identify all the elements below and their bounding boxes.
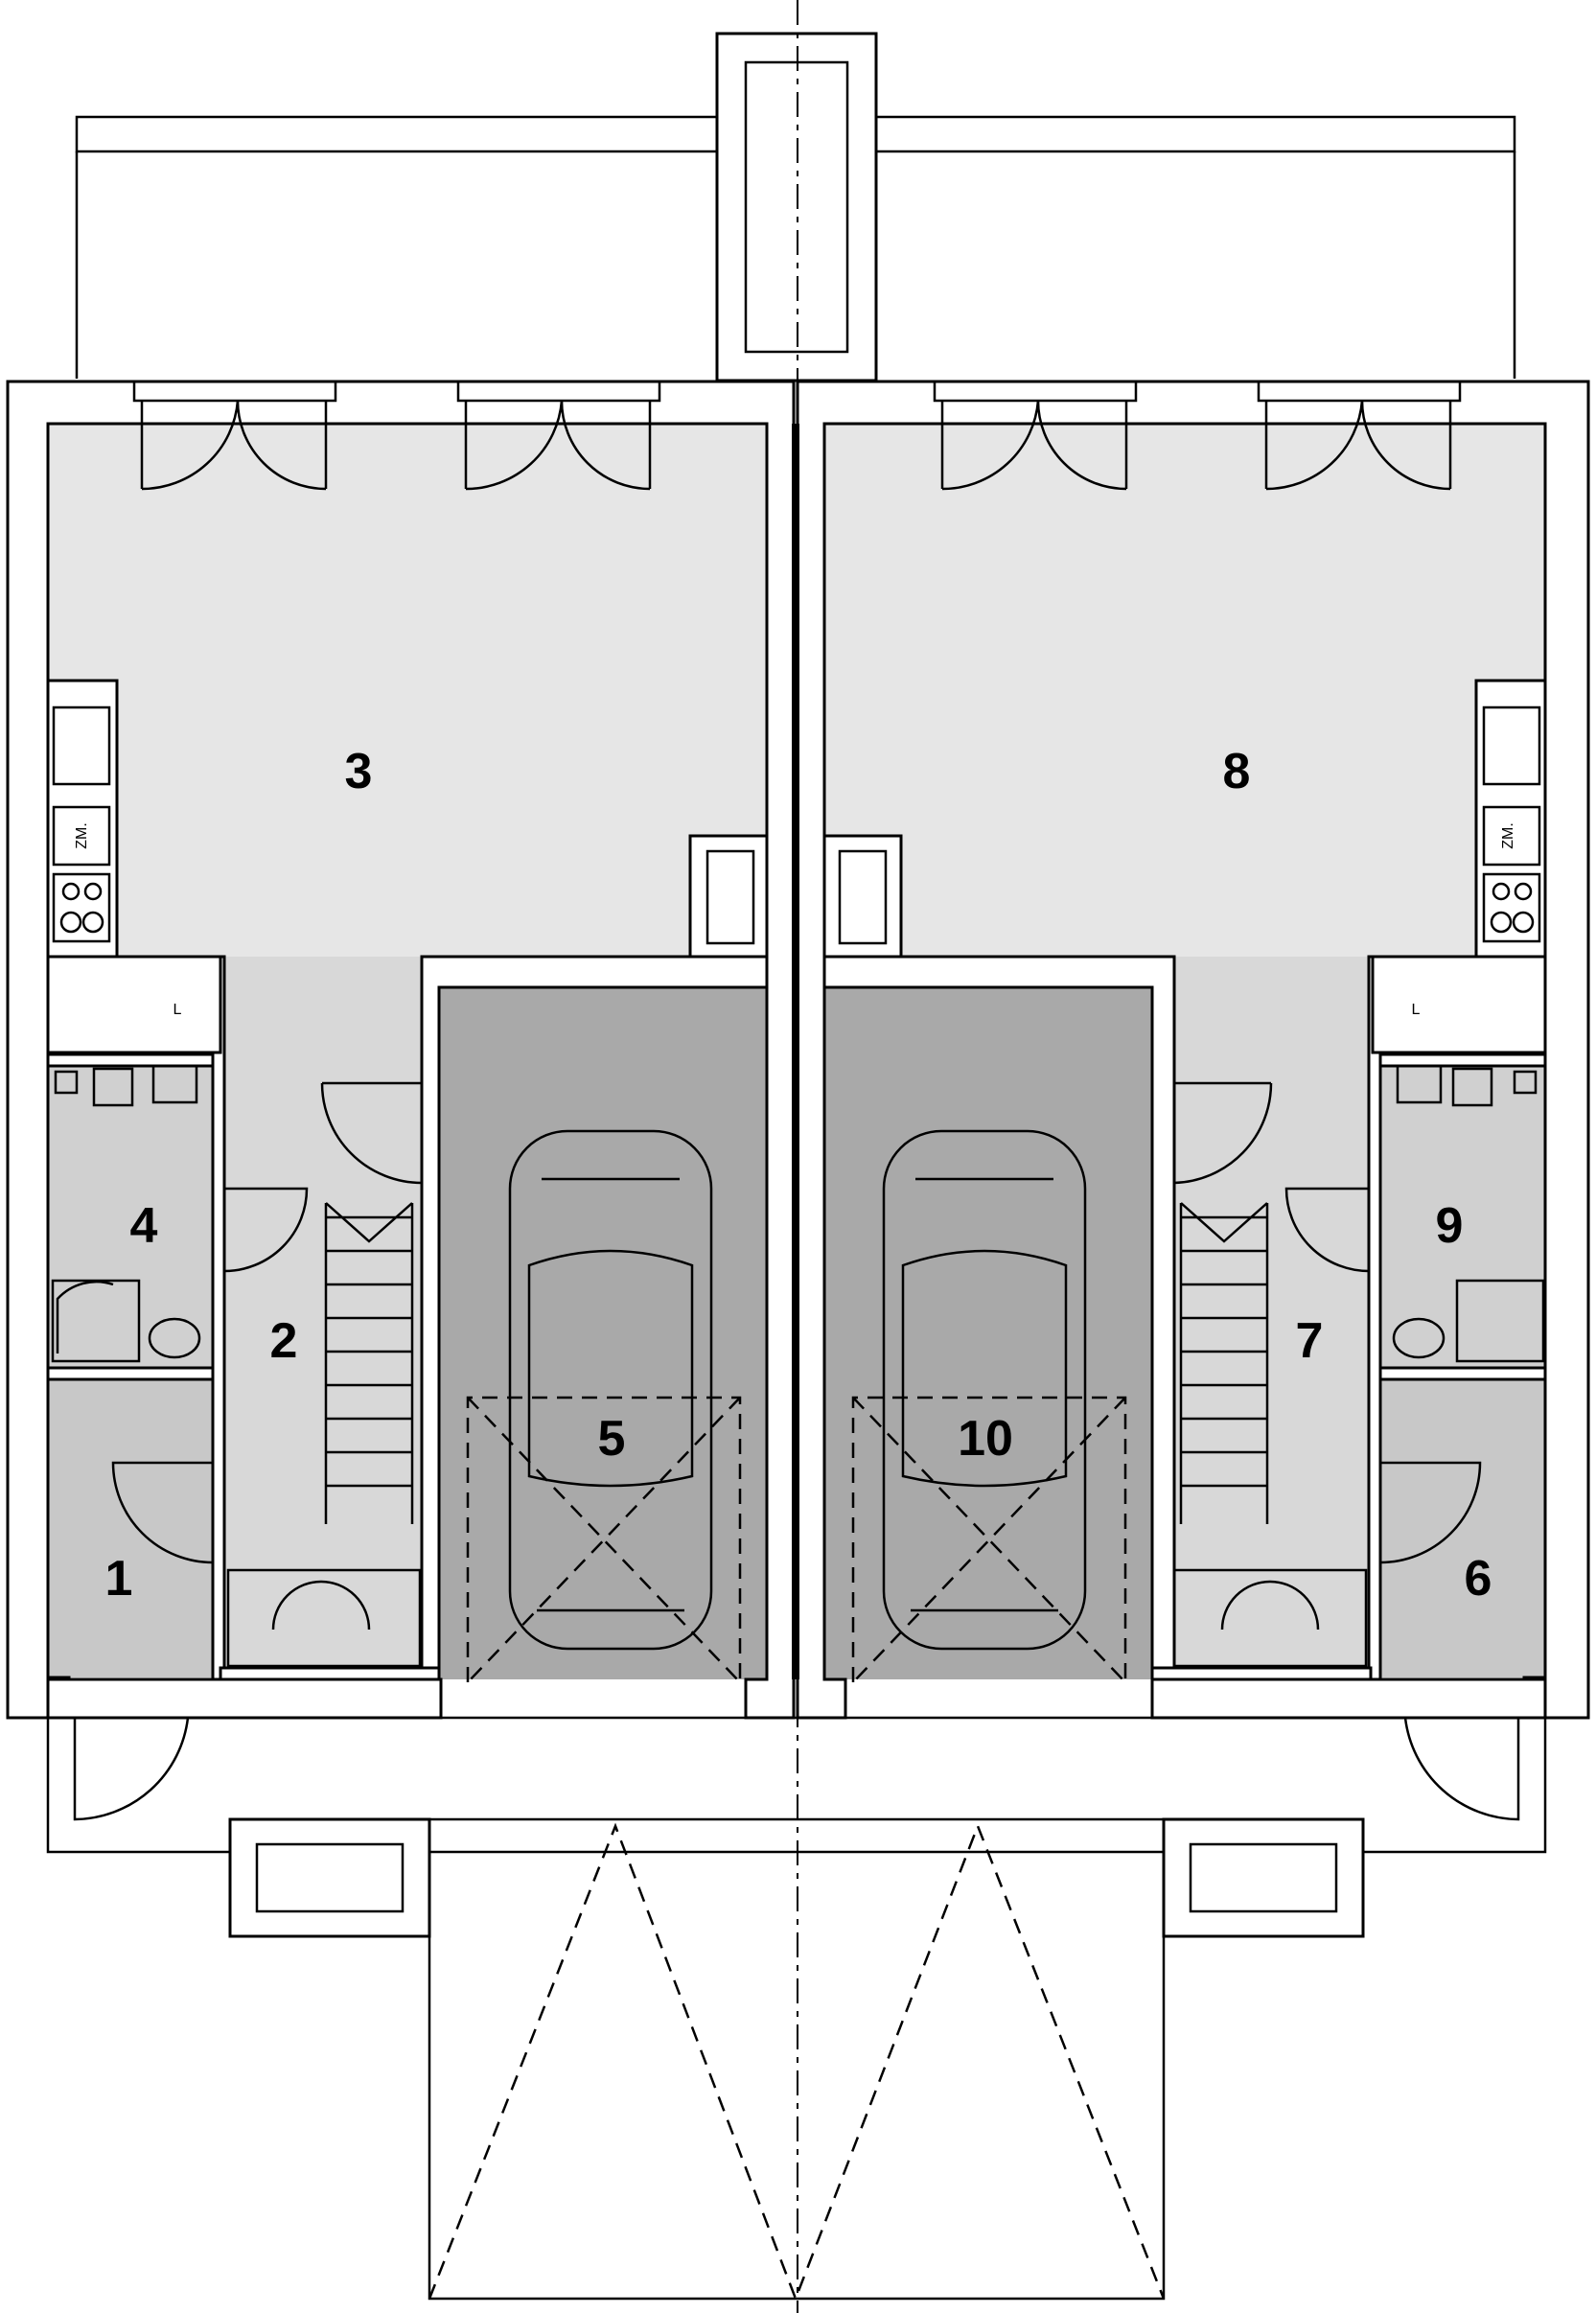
- room-number-2: 2: [270, 1313, 298, 1369]
- hob-left: [52, 872, 111, 943]
- room-number-10: 10: [958, 1411, 1013, 1467]
- room-number-8: 8: [1223, 744, 1251, 799]
- garage-door-swing: [466, 1396, 1127, 1683]
- stairs-left: [226, 1202, 422, 1668]
- room-numbers: 3 8 4 9 2 7 5 10 1 6: [105, 744, 1492, 1607]
- l-label-left: L: [173, 1002, 182, 1018]
- rear-terrace: [75, 32, 1516, 382]
- rear-windows: [132, 380, 1462, 403]
- car-right: [882, 1129, 1087, 1651]
- fridge-left-label: ZM.: [74, 822, 90, 849]
- room-9-floor: [1380, 1066, 1545, 1368]
- room-8-floor: [824, 424, 1545, 968]
- front-approach: [46, 1716, 1547, 2302]
- interior-doors: [111, 1081, 1482, 1564]
- kitchen-right: ZM. L: [1371, 679, 1547, 1054]
- bathroom-right-fixtures: [1392, 1064, 1545, 1363]
- room-7-floor: [1174, 957, 1376, 1671]
- room-6-floor: [1380, 1377, 1545, 1677]
- bathroom-left-fixtures: [51, 1064, 201, 1363]
- fridge-right-label: ZM.: [1500, 822, 1516, 849]
- room-10-floor: [824, 987, 1152, 1679]
- room-3-floor: [48, 424, 767, 968]
- room-number-4: 4: [130, 1198, 158, 1254]
- chimneys: [688, 834, 903, 959]
- fridge-right: [1482, 805, 1541, 867]
- terrace-doors: [140, 400, 1452, 491]
- fridge-left: [52, 805, 111, 867]
- room-floors: [48, 424, 1545, 1679]
- room-4-floor: [48, 1066, 213, 1368]
- room-1-floor: [48, 1377, 213, 1677]
- room-number-9: 9: [1436, 1198, 1464, 1254]
- room-number-5: 5: [598, 1411, 626, 1467]
- room-number-7: 7: [1296, 1313, 1324, 1369]
- room-number-6: 6: [1465, 1551, 1492, 1607]
- room-5-floor: [439, 987, 767, 1679]
- entrance-doors: [73, 1717, 1520, 1821]
- stairs-right: [1172, 1202, 1368, 1668]
- room-number-3: 3: [345, 744, 373, 799]
- interior-walls-right: [822, 955, 1547, 1720]
- room-number-1: 1: [105, 1551, 133, 1607]
- car-left: [508, 1129, 713, 1651]
- room-2-floor: [220, 957, 422, 1671]
- l-label-right: L: [1412, 1002, 1421, 1018]
- hob-right: [1482, 872, 1541, 943]
- kitchen-left: ZM. L: [46, 679, 222, 1054]
